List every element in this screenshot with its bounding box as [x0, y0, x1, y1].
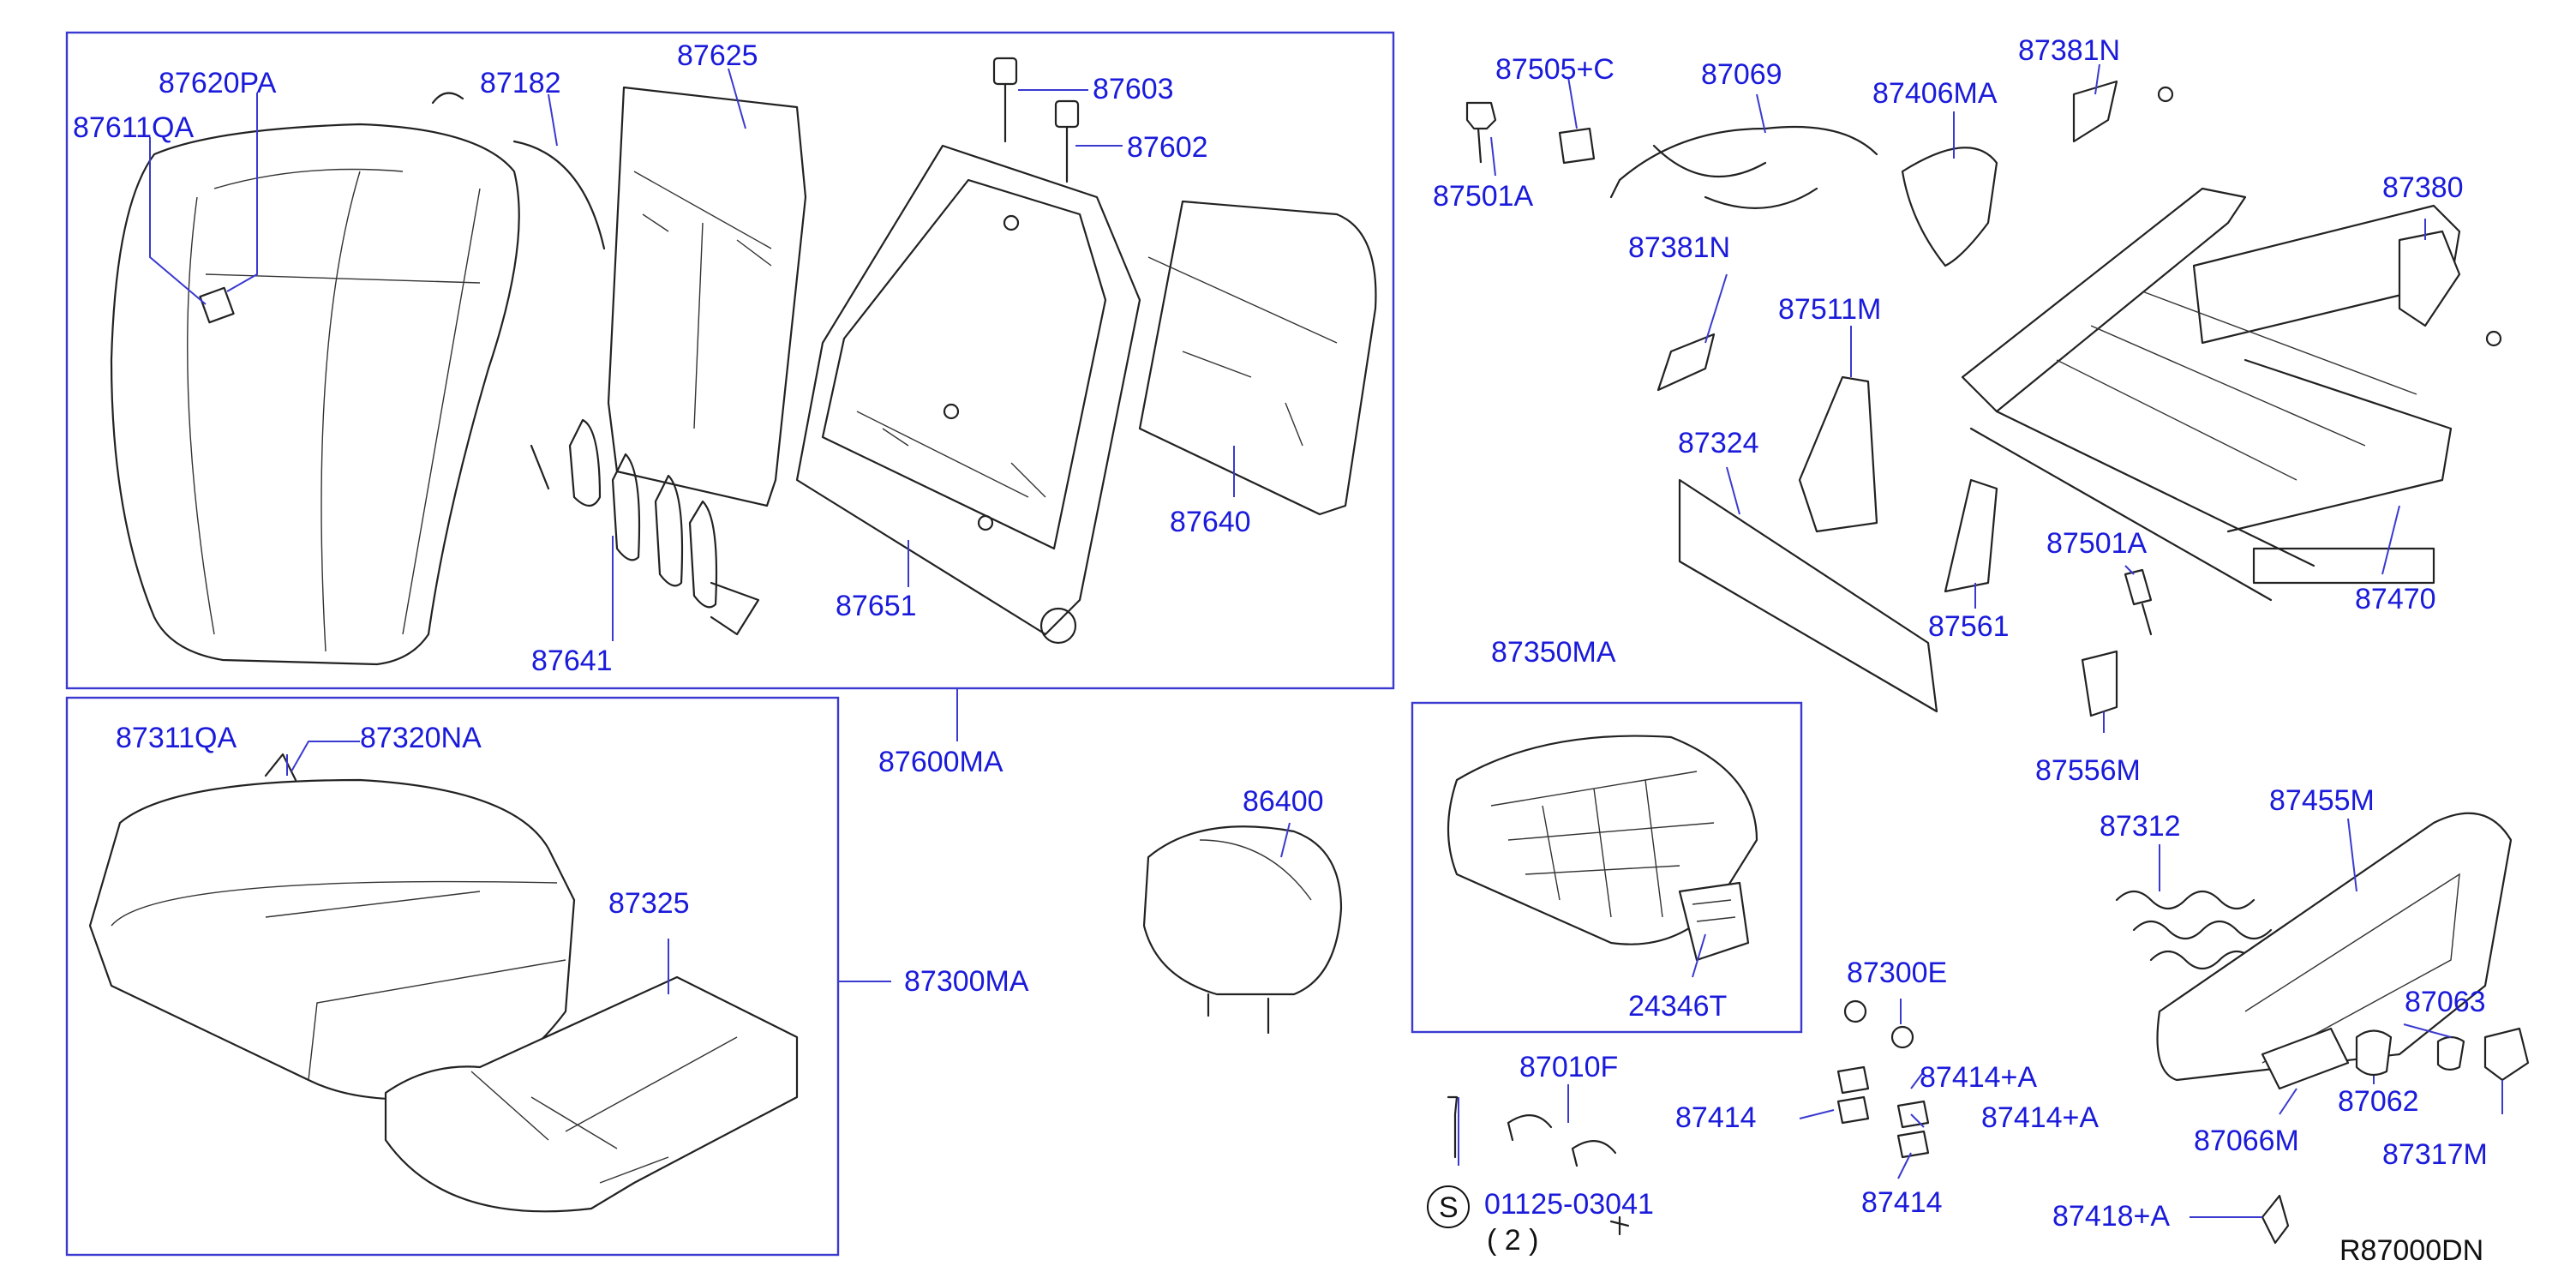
label-87312: 87312 — [2100, 810, 2181, 843]
clip-87010f-left-part[interactable] — [1507, 1114, 1553, 1142]
label-87501a-lower: 87501A — [2046, 527, 2148, 560]
label-87320na: 87320NA — [360, 722, 482, 754]
cover-87317m-part[interactable] — [2483, 1027, 2530, 1082]
label-87381n-upper: 87381N — [2018, 34, 2120, 67]
label-87325: 87325 — [608, 887, 690, 920]
label-87641: 87641 — [531, 645, 613, 677]
bracket-87511m-part[interactable] — [1798, 375, 1878, 533]
label-87418a: 87418+A — [2052, 1200, 2170, 1233]
label-87311qa: 87311QA — [116, 722, 237, 754]
trim-bar-87324-part[interactable] — [1678, 478, 1938, 713]
seatback-group-box — [65, 31, 1395, 690]
clip-87505c-part[interactable] — [1558, 127, 1596, 165]
bolt-87602-part[interactable] — [1054, 99, 1080, 183]
label-87010f: 87010F — [1519, 1051, 1618, 1083]
cover-87406ma-part[interactable] — [1901, 147, 1998, 267]
standard-part-circle — [1427, 1185, 1470, 1228]
connector-24346t-part[interactable] — [1678, 881, 1750, 962]
label-87381n-lower: 87381N — [1628, 231, 1730, 264]
label-87611qa: 87611QA — [73, 111, 194, 144]
cushion-board-part[interactable] — [384, 975, 799, 1213]
trim-wire-part[interactable] — [431, 92, 606, 250]
seatback-trim-part[interactable] — [110, 123, 520, 666]
bracket-87381n-upper-part[interactable] — [2072, 80, 2118, 143]
clip-87414a-lower-part[interactable] — [1896, 1100, 1930, 1129]
screw-small-part[interactable] — [1609, 1215, 1630, 1236]
knob-87063-part[interactable] — [2436, 1035, 2465, 1071]
label-87317m: 87317M — [2382, 1138, 2488, 1171]
seatback-board-part[interactable] — [607, 86, 807, 507]
label-87556m: 87556M — [2035, 754, 2141, 787]
clip-87010f-right-part[interactable] — [1571, 1140, 1617, 1167]
label-87062: 87062 — [2338, 1085, 2419, 1118]
seat-adjuster-part[interactable] — [1961, 187, 2461, 602]
seatback-back-board-part[interactable] — [1138, 200, 1377, 516]
label-87406ma: 87406MA — [1872, 77, 1998, 110]
label-87511m: 87511M — [1778, 293, 1881, 326]
label-87561: 87561 — [1928, 610, 2010, 643]
label-87414a-lower: 87414+A — [1981, 1101, 2099, 1134]
clip-87414-upper-part[interactable] — [1836, 1095, 1870, 1125]
label-87600ma: 87600MA — [878, 746, 1003, 778]
leader-lines — [149, 63, 2503, 1218]
clip-87300e-right-part[interactable] — [1890, 1025, 1914, 1049]
spring-87312-part[interactable] — [2115, 890, 2273, 970]
bolt-87501a-part[interactable] — [1465, 101, 1497, 164]
switch-87066m-part[interactable] — [2261, 1027, 2350, 1090]
label-87603: 87603 — [1093, 73, 1174, 105]
label-87470: 87470 — [2355, 583, 2436, 615]
bolt-87603-part[interactable] — [992, 57, 1018, 143]
label-87651: 87651 — [836, 590, 917, 622]
bracket-87380-part[interactable] — [2398, 230, 2461, 327]
bolt-87501a-lower-part[interactable] — [2124, 568, 2153, 636]
bracket-87556m-part[interactable] — [2081, 650, 2118, 717]
knob-87062-part[interactable] — [2355, 1029, 2393, 1077]
seatback-frame-part[interactable] — [795, 144, 1141, 645]
label-01125-03041: 01125-03041 — [1484, 1188, 1654, 1221]
label-87300ma: 87300MA — [904, 965, 1029, 998]
clip-87300e-left-part[interactable] — [1843, 999, 1867, 1023]
bracket-87561-part[interactable] — [1944, 478, 1998, 593]
label-87350ma: 87350MA — [1491, 636, 1616, 669]
label-87063: 87063 — [2405, 986, 2486, 1018]
label-87414a-upper: 87414+A — [1920, 1061, 2037, 1094]
label-87620pa: 87620PA — [159, 67, 277, 99]
cushion-frame-group-box — [1411, 701, 1803, 1034]
label-87414-bottom: 87414 — [1861, 1186, 1943, 1219]
headrest-part[interactable] — [1142, 825, 1343, 1035]
label-87625: 87625 — [677, 39, 758, 72]
label-86400: 86400 — [1243, 785, 1324, 818]
label-87414-left: 87414 — [1675, 1101, 1757, 1134]
label-24346t: 24346T — [1628, 990, 1727, 1023]
cushion-trim-part[interactable] — [88, 753, 576, 1101]
reference-code: R87000DN — [2339, 1234, 2483, 1267]
wire-harness-part[interactable] — [1609, 125, 1878, 209]
label-87640: 87640 — [1170, 506, 1251, 538]
clip-87414a-upper-part[interactable] — [1836, 1065, 1870, 1095]
screw-s-part[interactable] — [1447, 1095, 1459, 1159]
label-87380: 87380 — [2382, 171, 2464, 204]
label-87455m: 87455M — [2269, 784, 2375, 817]
label-87501a-upper: 87501A — [1433, 180, 1534, 213]
side-finisher-part[interactable] — [2156, 812, 2513, 1082]
clip-87414-lower-part[interactable] — [1896, 1130, 1930, 1159]
screw-right-part[interactable] — [2485, 330, 2502, 347]
cushion-group-box — [65, 696, 840, 1257]
label-87300e: 87300E — [1847, 957, 1947, 989]
label-qty: ( 2 ) — [1487, 1224, 1538, 1257]
label-87069: 87069 — [1701, 58, 1782, 91]
lumbar-support-part[interactable] — [530, 418, 760, 636]
bracket-87381n-lower-part[interactable] — [1656, 333, 1716, 392]
label-s: S — [1439, 1191, 1459, 1224]
clip-87418a-part[interactable] — [2261, 1194, 2290, 1245]
label-87066m: 87066M — [2194, 1125, 2299, 1157]
screw-upper-part[interactable] — [2157, 86, 2174, 103]
label-87324: 87324 — [1678, 427, 1759, 459]
label-87505c: 87505+C — [1495, 53, 1614, 86]
label-87182: 87182 — [480, 67, 561, 99]
label-87602: 87602 — [1127, 131, 1208, 164]
